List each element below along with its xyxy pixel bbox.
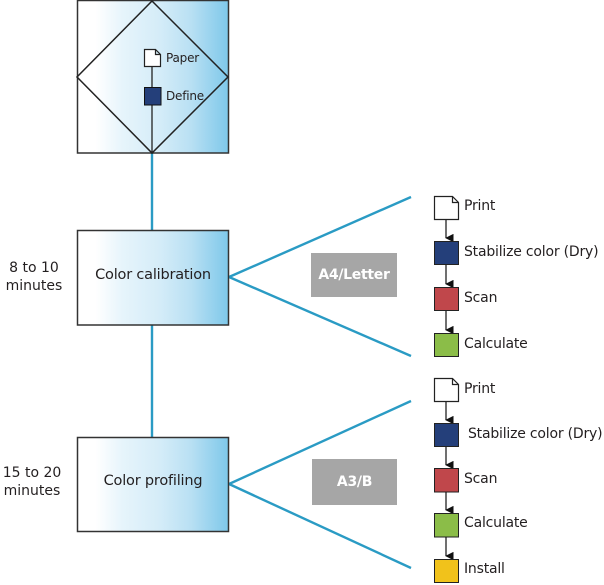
color-calibration-box [76,229,230,326]
top-step-label-define: Define [166,89,204,103]
color-profiling-box [76,436,230,533]
stabilize-square-icon [434,241,459,265]
profiling-duration: 15 to 20 minutes [2,464,62,500]
calibration-duration-unit: minutes [5,278,63,294]
stabilize-square-icon [434,423,459,447]
print-page-icon [433,195,460,221]
top-node-box [76,0,230,154]
calculate-square-icon [434,513,459,538]
profiling-duration-value: 15 to 20 [2,465,62,481]
define-square-icon [144,87,162,106]
calibration-steps [433,195,460,357]
profiling-step-install: Install [464,561,505,577]
scan-square-icon [434,287,459,311]
fan-calibration-upper [228,195,412,279]
calculate-square-icon [434,333,459,357]
paper-page-icon [143,48,162,68]
paper-size-tag-a3-b: A3/B [312,459,397,505]
profiling-step-scan: Scan [464,471,498,487]
scan-square-icon [434,468,459,493]
profiling-step-calculate: Calculate [464,515,528,531]
calibration-duration-value: 8 to 10 [9,260,59,276]
profiling-steps [433,377,460,583]
profiling-step-stabilize: Stabilize color (Dry) [468,426,603,442]
fan-calibration-lower [228,275,412,358]
print-page-icon [433,377,460,403]
calibration-step-scan: Scan [464,290,498,306]
calibration-step-print: Print [464,198,496,214]
fan-profiling-upper [228,399,412,486]
profiling-step-print: Print [464,381,496,397]
calibration-step-stabilize: Stabilize color (Dry) [464,244,599,260]
color-calibration-title: Color calibration [95,267,211,283]
paper-size-tag-a4-letter: A4/Letter [311,253,397,297]
calibration-step-calculate: Calculate [464,336,528,352]
install-square-icon [434,559,459,583]
top-step-label-paper: Paper [166,51,199,65]
fan-profiling-lower [228,482,412,570]
color-profiling-title: Color profiling [103,473,203,489]
calibration-duration: 8 to 10 minutes [4,259,64,295]
profiling-duration-unit: minutes [3,483,61,499]
